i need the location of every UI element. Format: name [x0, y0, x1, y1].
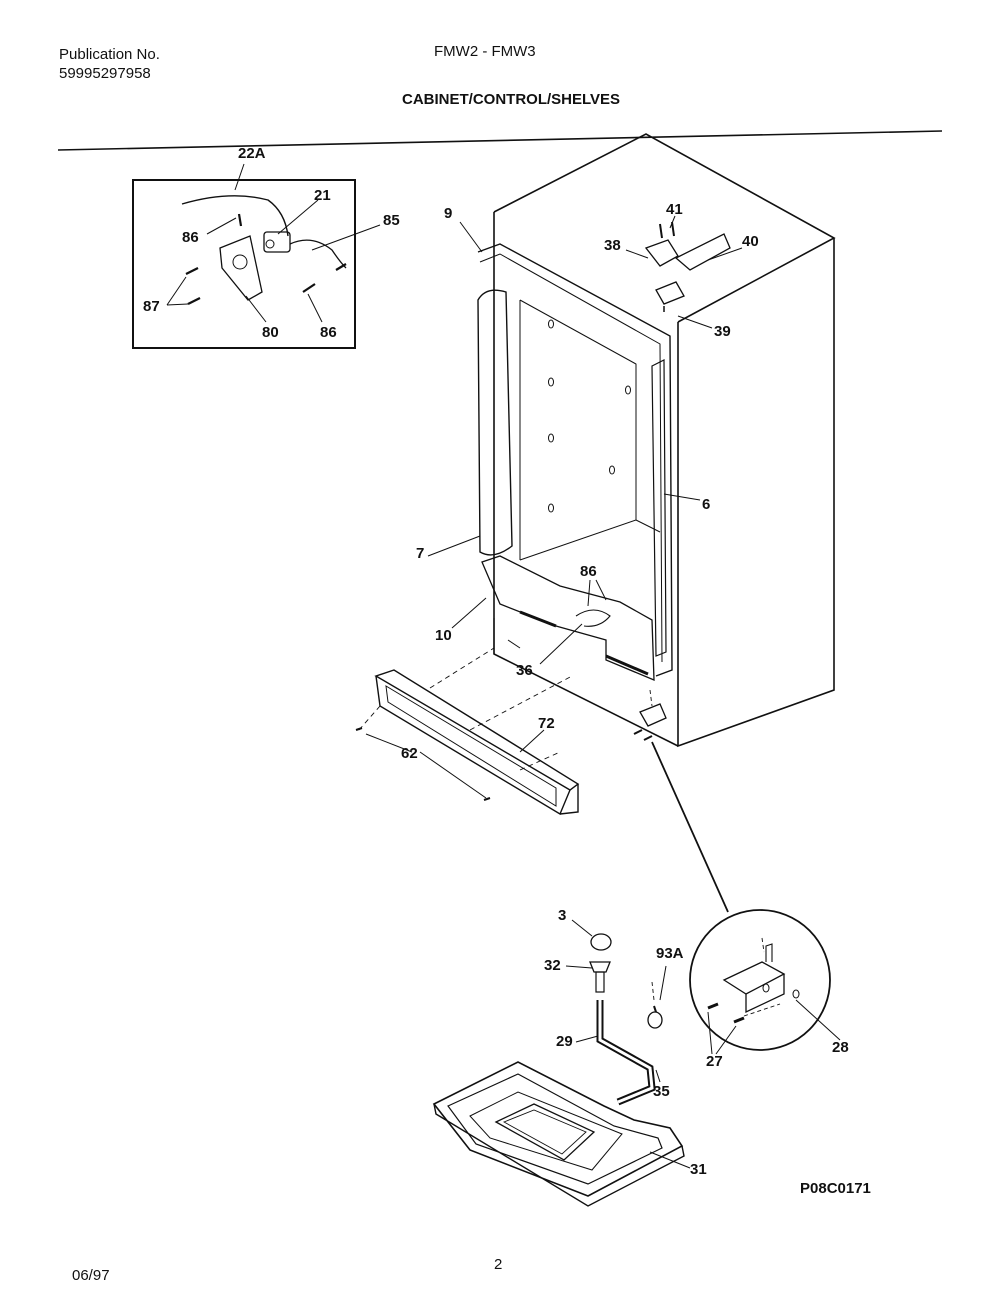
- callout-22A: 22A: [238, 145, 266, 162]
- callout-27: 27: [706, 1053, 723, 1070]
- callout-38: 38: [604, 237, 621, 254]
- callout-29: 29: [556, 1033, 573, 1050]
- cabinet-body: [427, 133, 836, 748]
- callout-85: 85: [383, 212, 400, 229]
- publication-label: Publication No.: [59, 46, 160, 63]
- callout-9: 9: [444, 205, 452, 222]
- callout-72: 72: [538, 715, 555, 732]
- callout-31: 31: [690, 1161, 707, 1178]
- callout-93A: 93A: [656, 945, 684, 962]
- callout-21: 21: [314, 187, 331, 204]
- section-title: CABINET/CONTROL/SHELVES: [402, 91, 621, 108]
- hinge-detail: [651, 741, 841, 1055]
- callout-86: 86: [580, 563, 597, 580]
- callout-35: 35: [653, 1083, 670, 1100]
- callout-36: 36: [516, 662, 533, 679]
- kickplate: [355, 647, 580, 816]
- callout-87: 87: [143, 298, 160, 315]
- callout-40: 40: [742, 233, 759, 250]
- callout-39: 39: [714, 323, 731, 340]
- publication-number: 59995297958: [59, 65, 151, 82]
- control-inset: [132, 163, 381, 349]
- callout-80: 80: [262, 324, 279, 341]
- callout-32: 32: [544, 957, 561, 974]
- model-numbers: FMW2 - FMW3: [434, 43, 536, 60]
- callout-7: 7: [416, 545, 424, 562]
- footer-date: 06/97: [72, 1267, 110, 1284]
- page-number: 2: [494, 1256, 503, 1273]
- drawing-code: P08C0171: [800, 1180, 871, 1197]
- callout-labels: 22A 21 85 86 87 80 86 9 41 38 40 39 6 7 …: [143, 145, 849, 1178]
- callout-86: 86: [182, 229, 199, 246]
- callout-6: 6: [702, 496, 710, 513]
- callout-3: 3: [558, 907, 566, 924]
- callout-10: 10: [435, 627, 452, 644]
- header-rule: [57, 130, 943, 151]
- callout-28: 28: [832, 1039, 849, 1056]
- callout-86: 86: [320, 324, 337, 341]
- callout-41: 41: [666, 201, 683, 218]
- drain-assembly: [432, 919, 691, 1207]
- callout-62: 62: [401, 745, 418, 762]
